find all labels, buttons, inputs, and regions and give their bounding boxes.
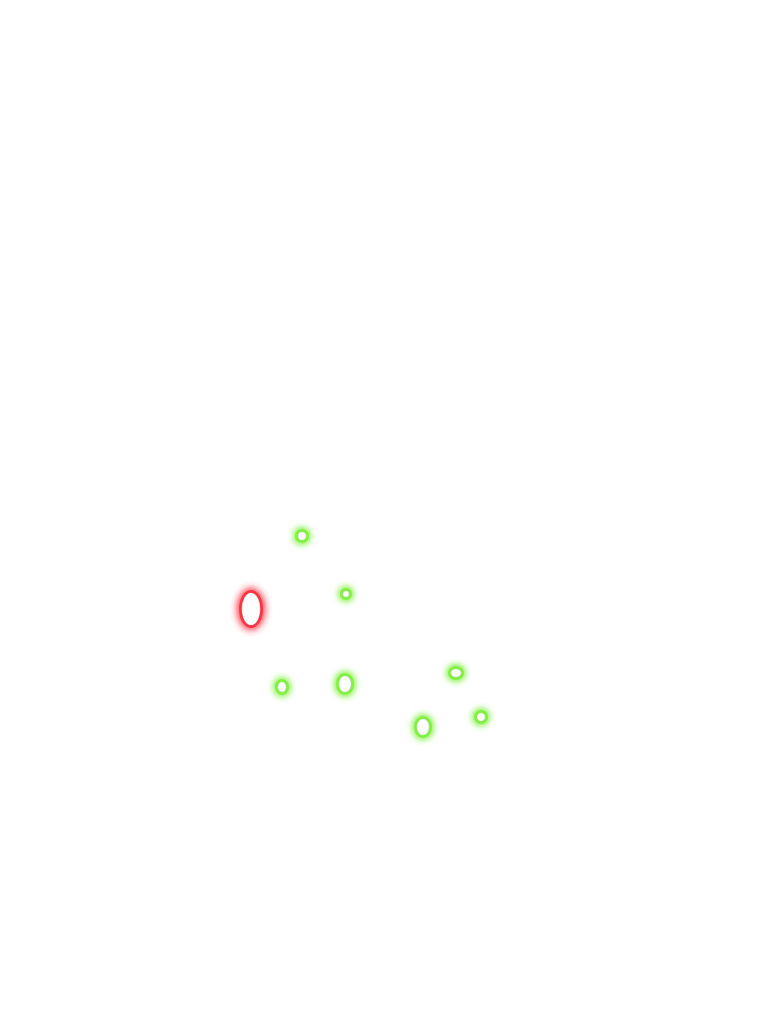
blob-red-1 <box>237 588 265 630</box>
blob-green-1-core <box>297 531 307 541</box>
blob-green-5-core <box>450 668 462 678</box>
blob-green-3 <box>273 677 291 697</box>
blob-green-6-core <box>416 718 430 736</box>
blob-green-1 <box>293 527 311 545</box>
blob-green-5 <box>446 664 466 682</box>
blob-green-6 <box>412 714 434 740</box>
blob-green-3-core <box>277 681 287 693</box>
blob-green-2 <box>338 586 354 602</box>
blob-green-4-core <box>338 675 352 693</box>
blob-layer <box>237 527 490 740</box>
blob-green-7 <box>472 708 490 726</box>
blob-green-7-core <box>476 712 486 722</box>
blob-green-4 <box>334 671 356 697</box>
blob-green-2-core <box>342 590 350 598</box>
blob-red-1-core <box>241 592 261 626</box>
